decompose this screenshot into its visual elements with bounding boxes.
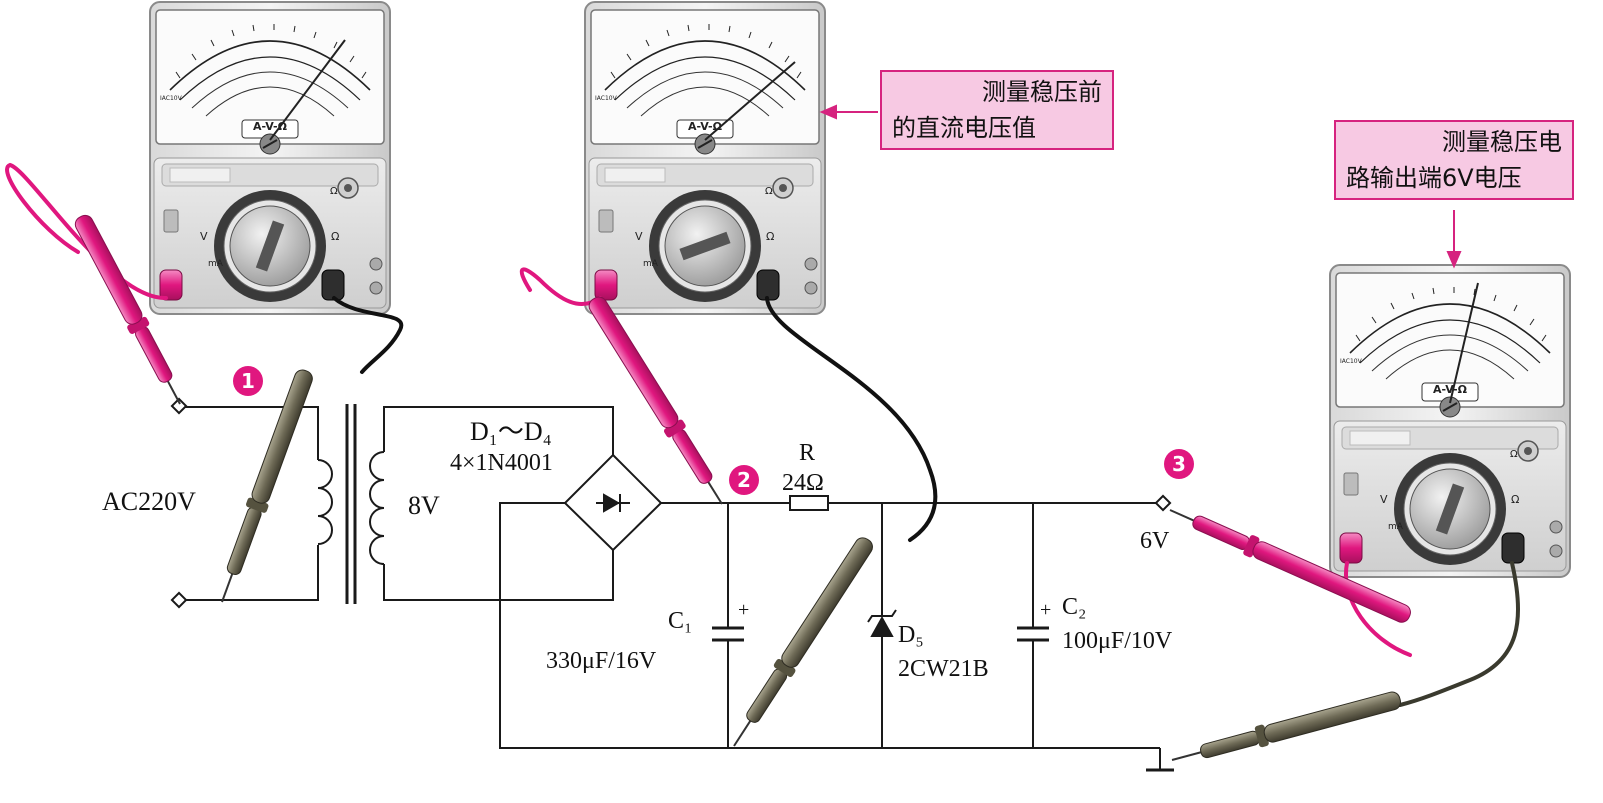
meter-1-range-ohm: Ω: [331, 230, 339, 243]
label-secondary: 8V: [408, 491, 440, 520]
label-ac-input: AC220V: [102, 487, 196, 516]
callout-before-regulation: 测量稳压前 的直流电压值: [880, 70, 1114, 150]
resistor-r: [789, 495, 829, 511]
label-zener-name: D₅: [898, 622, 924, 648]
black-probe-2: [733, 537, 873, 747]
multimeter-3: A-V-Ω V Ω mA IAC10V Ω: [1329, 264, 1571, 578]
label-zener-part: 2CW21B: [898, 656, 989, 682]
red-probe-1: [74, 214, 181, 405]
label-r-value: 24Ω: [782, 470, 824, 496]
red-probe-3: [1169, 509, 1411, 623]
step-marker-2: 2: [729, 465, 759, 495]
bridge-diode-icon: [596, 493, 630, 513]
terminals: [170, 397, 1172, 609]
meter-1-ohm-tag: Ω: [330, 186, 338, 197]
meter-1-range-ma: mA: [208, 259, 224, 269]
label-c2-name: C₂: [1062, 594, 1086, 620]
red-probe-2: [588, 296, 723, 505]
meter-3-range-ma: mA: [1388, 522, 1404, 532]
meter-2-acv-tag: IAC10V: [595, 95, 618, 102]
meter-3-range-ohm: Ω: [1511, 493, 1519, 506]
label-bridge: D₁～D₄: [470, 417, 552, 446]
meter-3-dial-center: A-V-Ω: [1433, 383, 1468, 396]
label-c1-name: C₁: [668, 608, 692, 634]
label-c2-plus: +: [1040, 599, 1051, 621]
capacitor-c2: [1017, 626, 1049, 642]
capacitor-c1: [712, 626, 744, 642]
meter-2-range-v: V: [635, 230, 643, 243]
label-c1-value: 330μF/16V: [546, 648, 657, 674]
meter-2-range-ohm: Ω: [766, 230, 774, 243]
label-output: 6V: [1140, 528, 1170, 554]
black-probe-1: [221, 369, 313, 603]
callout-arrows: [819, 104, 1462, 269]
meter-2-range-ma: mA: [643, 259, 659, 269]
black-probe-3: [1171, 691, 1401, 761]
label-bridge-part: 4×1N4001: [450, 450, 553, 476]
callout-before-line-2: 的直流电压值: [892, 114, 1036, 142]
callout-before-line-1: 测量稳压前: [982, 78, 1102, 106]
callout-output-line-2: 路输出端6V电压: [1346, 164, 1522, 192]
meter-2-dial-center: A-V-Ω: [688, 120, 723, 133]
callout-output-voltage: 测量稳压电 路输出端6V电压: [1334, 120, 1574, 200]
meter-1-range-v: V: [200, 230, 208, 243]
label-c1-plus: +: [738, 599, 749, 621]
callout-output-line-1: 测量稳压电: [1442, 128, 1562, 156]
meter-1-dial-center: A-V-Ω: [253, 120, 288, 133]
zener-diode-d5: [867, 609, 897, 637]
step-marker-1: 1: [233, 366, 263, 396]
label-c2-value: 100μF/10V: [1062, 628, 1173, 654]
meter-3-range-v: V: [1380, 493, 1388, 506]
meter-1-acv-tag: IAC10V: [160, 95, 183, 102]
multimeter-1: A-V-Ω V Ω mA IAC10V Ω: [149, 1, 391, 315]
step-marker-3: 3: [1164, 449, 1194, 479]
meter-3-acv-tag: IAC10V: [1340, 358, 1363, 365]
meter-2-ohm-tag: Ω: [765, 186, 773, 197]
label-r-name: R: [799, 440, 815, 466]
circuit-wires: [180, 404, 1174, 772]
multimeter-2: A-V-Ω V Ω mA IAC10V Ω: [584, 1, 826, 315]
meter-3-ohm-tag: Ω: [1510, 449, 1518, 460]
